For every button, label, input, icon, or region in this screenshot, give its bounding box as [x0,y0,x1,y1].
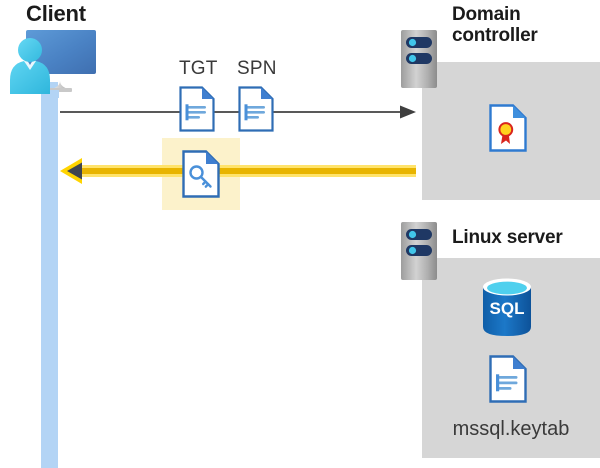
linux-server-rack-icon [401,222,437,280]
keytab-document-icon [489,355,527,403]
spn-document-icon [238,86,274,132]
keytab-filename-label: mssql.keytab [452,418,570,440]
linux-server-title: Linux server [452,227,563,248]
spn-label: SPN [237,58,277,79]
sql-database-icon: SQL [481,278,533,336]
domain-controller-to-client-arrow [60,156,416,186]
client-to-domain-controller-arrow [60,104,416,120]
client-computer-user-icon [4,26,100,98]
tgt-label: TGT [179,58,218,79]
service-ticket-key-document-icon [182,150,220,198]
domain-controller-server-rack-icon [401,30,437,88]
sql-label: SQL [490,299,525,318]
certificate-document-icon [489,104,527,152]
client-title: Client [26,1,86,26]
tgt-document-icon [179,86,215,132]
client-lifeline [41,82,58,468]
